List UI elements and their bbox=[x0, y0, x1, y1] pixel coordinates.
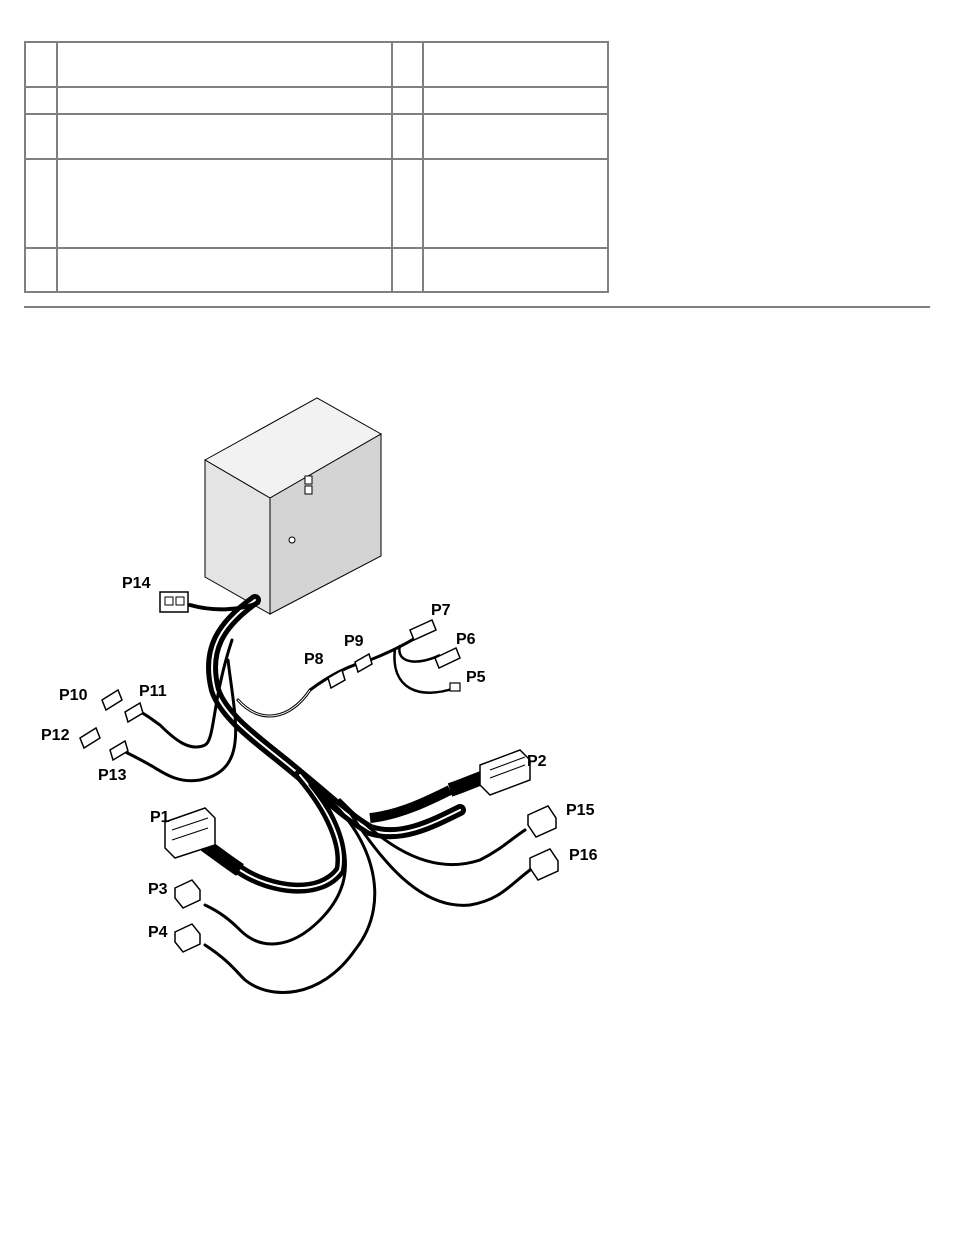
label-p9: P9 bbox=[344, 633, 364, 650]
connector-p12 bbox=[79, 726, 101, 750]
connector-p3 bbox=[174, 879, 201, 909]
connector-p9 bbox=[354, 652, 373, 674]
table-cell bbox=[24, 158, 58, 249]
connector-p6 bbox=[434, 646, 461, 670]
table-row bbox=[24, 247, 609, 293]
table-cell bbox=[422, 158, 609, 249]
table-cell bbox=[56, 86, 393, 115]
label-p4: P4 bbox=[148, 924, 168, 941]
table-cell bbox=[24, 247, 58, 293]
connector-p1 bbox=[164, 807, 216, 859]
table-cell bbox=[422, 86, 609, 115]
table-cell bbox=[422, 113, 609, 160]
connector-table bbox=[24, 41, 609, 293]
table-cell bbox=[56, 113, 393, 160]
table-row bbox=[24, 86, 609, 115]
connector-p8 bbox=[327, 668, 346, 690]
table-cell bbox=[422, 41, 609, 88]
label-p6: P6 bbox=[456, 631, 476, 648]
table-cell bbox=[56, 158, 393, 249]
label-p15: P15 bbox=[566, 802, 595, 819]
connector-p15 bbox=[527, 805, 557, 838]
table-cell bbox=[24, 113, 58, 160]
table-cell bbox=[391, 41, 424, 88]
connector-p13 bbox=[109, 739, 129, 762]
connector-p2 bbox=[479, 749, 531, 796]
table-cell bbox=[24, 86, 58, 115]
power-supply-unit bbox=[203, 397, 383, 615]
table-cell bbox=[24, 41, 58, 88]
main-cable-bundle bbox=[116, 594, 532, 994]
table-cell bbox=[56, 41, 393, 88]
table-cell bbox=[391, 158, 424, 249]
connector-p11 bbox=[124, 701, 144, 724]
p1-fanout bbox=[200, 839, 244, 876]
label-p3: P3 bbox=[148, 881, 168, 898]
table-row bbox=[24, 41, 609, 88]
p2-fanout bbox=[369, 768, 493, 823]
table-cell bbox=[422, 247, 609, 293]
connector-p7 bbox=[409, 618, 437, 642]
label-p7: P7 bbox=[431, 602, 451, 619]
label-p8: P8 bbox=[304, 651, 324, 668]
connector-p16 bbox=[529, 848, 559, 881]
label-p5: P5 bbox=[466, 669, 486, 686]
label-p10: P10 bbox=[59, 687, 88, 704]
label-p13: P13 bbox=[98, 767, 127, 784]
connector-p5 bbox=[449, 682, 461, 692]
power-supply-diagram: P14 P10 P11 P12 P13 P8 P9 P7 P6 P5 P2 P1… bbox=[41, 397, 598, 994]
connector-p10 bbox=[101, 688, 123, 712]
connector-p14 bbox=[159, 591, 189, 613]
label-p11: P11 bbox=[139, 683, 167, 700]
connector-p4 bbox=[174, 923, 201, 953]
table-cell bbox=[391, 86, 424, 115]
label-p16: P16 bbox=[569, 847, 598, 864]
table-row bbox=[24, 158, 609, 249]
label-p1: P1 bbox=[150, 809, 170, 826]
table-cell bbox=[391, 247, 424, 293]
table-cell bbox=[56, 247, 393, 293]
table-cell bbox=[391, 113, 424, 160]
label-p2: P2 bbox=[527, 753, 547, 770]
label-p14: P14 bbox=[122, 575, 151, 592]
label-p12: P12 bbox=[41, 727, 70, 744]
section-divider bbox=[24, 306, 930, 308]
table-row bbox=[24, 113, 609, 160]
